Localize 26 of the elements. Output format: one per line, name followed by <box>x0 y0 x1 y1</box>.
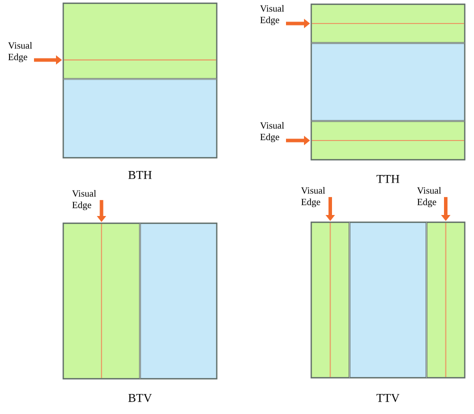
region-band <box>63 223 140 379</box>
region-band <box>63 3 217 79</box>
region-band <box>350 222 426 378</box>
annotation-label: Visual Edge <box>260 5 284 26</box>
panel-caption: TTH <box>376 175 400 183</box>
marker-line <box>64 59 216 60</box>
region-band <box>311 43 465 121</box>
region-band <box>140 223 217 379</box>
marker-line <box>445 222 446 377</box>
panel-caption: TTV <box>376 394 400 402</box>
region-band <box>311 4 465 43</box>
marker-line <box>312 140 464 142</box>
marker-line <box>312 22 464 24</box>
region-band <box>426 222 465 378</box>
region-band <box>311 222 350 378</box>
region-band <box>63 79 217 158</box>
annotation-label: Visual Edge <box>8 42 32 62</box>
panel-caption: BTV <box>128 394 152 402</box>
panel-caption: BTH <box>128 171 152 179</box>
annotation-label: Visual Edge <box>72 190 96 210</box>
marker-line <box>100 224 102 378</box>
annotation-label: Visual Edge <box>260 122 284 142</box>
region-band <box>311 121 465 160</box>
annotation-label: Visual Edge <box>417 187 442 208</box>
marker-line <box>330 222 331 377</box>
annotation-label: Visual Edge <box>301 187 326 208</box>
